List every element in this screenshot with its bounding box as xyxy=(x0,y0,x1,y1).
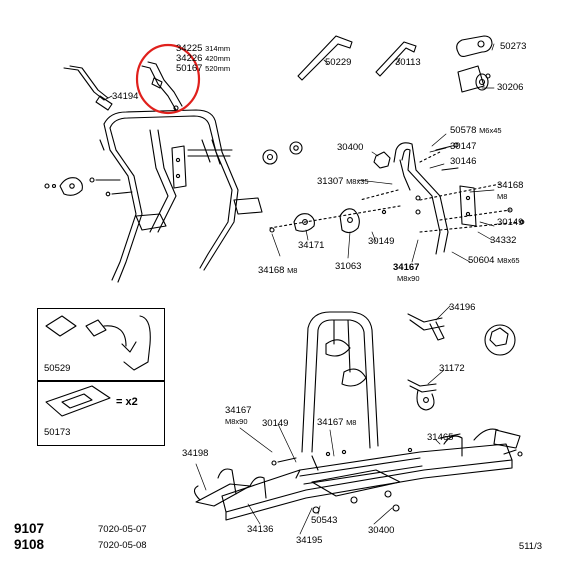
label-30400-top: 30400 xyxy=(337,142,364,153)
label-30149-bottom: 30149 xyxy=(262,418,289,429)
pad-box-50529 xyxy=(45,315,151,371)
label-30206: 30206 xyxy=(497,82,524,93)
label-31172: 31172 xyxy=(439,363,465,374)
label-34226: 34226 420mm xyxy=(176,53,231,64)
label-34198: 34198 xyxy=(182,448,209,459)
label-34167-top: 34167 xyxy=(393,262,420,273)
label-31307: 31307 M8x35 xyxy=(317,176,369,187)
clamp-34196 xyxy=(407,313,516,356)
box-50173 xyxy=(37,380,165,446)
model-number-2: 9108 xyxy=(14,537,45,552)
label-50529: 50529 xyxy=(44,363,71,374)
label-34168-right-size: M8 xyxy=(497,192,508,201)
label-34167-mid: 34167 M8 xyxy=(317,417,357,428)
label-50229: 50229 xyxy=(325,57,352,68)
label-34194: 34194 xyxy=(112,91,139,102)
label-50173: 50173 xyxy=(44,427,71,438)
label-30400-bottom: 30400 xyxy=(368,525,395,536)
model-date-2: 7020-05-08 xyxy=(98,540,147,551)
label-34225: 34225 314mm xyxy=(176,43,231,54)
key-50273 xyxy=(456,35,493,58)
bike-carrier-assembly xyxy=(193,311,523,521)
label-30149-right: 30149 xyxy=(497,217,524,228)
page-number: 511/3 xyxy=(518,541,542,552)
label-34168-right: 34168 xyxy=(497,180,524,191)
leader-lines xyxy=(103,43,495,535)
label-50604: 50604 M8x65 xyxy=(468,255,520,266)
hex-key-30113 xyxy=(375,41,417,77)
label-50273: 50273 xyxy=(500,41,527,52)
label-34171: 34171 xyxy=(298,240,325,251)
strap-part xyxy=(141,61,183,111)
label-34167-left-size: M8x90 xyxy=(225,417,248,426)
label-50167: 50167 520mm xyxy=(176,63,231,74)
label-30146: 30146 xyxy=(450,156,477,167)
label-30113: 30113 xyxy=(395,57,421,68)
lock-30206 xyxy=(457,65,491,93)
label-34196: 34196 xyxy=(449,302,476,313)
label-31465: 31465 xyxy=(427,432,454,443)
label-31063: 31063 xyxy=(335,261,362,272)
quantity-note: = x2 xyxy=(116,396,138,408)
label-30147: 30147 xyxy=(450,141,477,152)
model-number-1: 9107 xyxy=(14,521,45,536)
label-34168-left: 34168 M8 xyxy=(258,265,298,276)
label-34136: 34136 xyxy=(247,524,274,535)
hex-key-50229 xyxy=(297,35,353,81)
model-date-1: 7020-05-07 xyxy=(98,524,147,535)
highlight-circle xyxy=(135,43,201,115)
label-50578: 50578 M6x45 xyxy=(450,125,502,136)
label-34167-top-size: M8x90 xyxy=(397,274,420,283)
label-34195: 34195 xyxy=(296,535,323,546)
upper-frame-assembly xyxy=(44,65,303,283)
clamp-31172 xyxy=(407,379,437,411)
sticker-box-50173 xyxy=(45,385,111,417)
label-34332: 34332 xyxy=(490,235,517,246)
box-50529 xyxy=(37,308,165,382)
label-34167-left: 34167 xyxy=(225,405,252,416)
label-30149-mid: 30149 xyxy=(368,236,395,247)
label-50543: 50543 xyxy=(311,515,338,526)
side-arm-assembly xyxy=(269,142,525,255)
